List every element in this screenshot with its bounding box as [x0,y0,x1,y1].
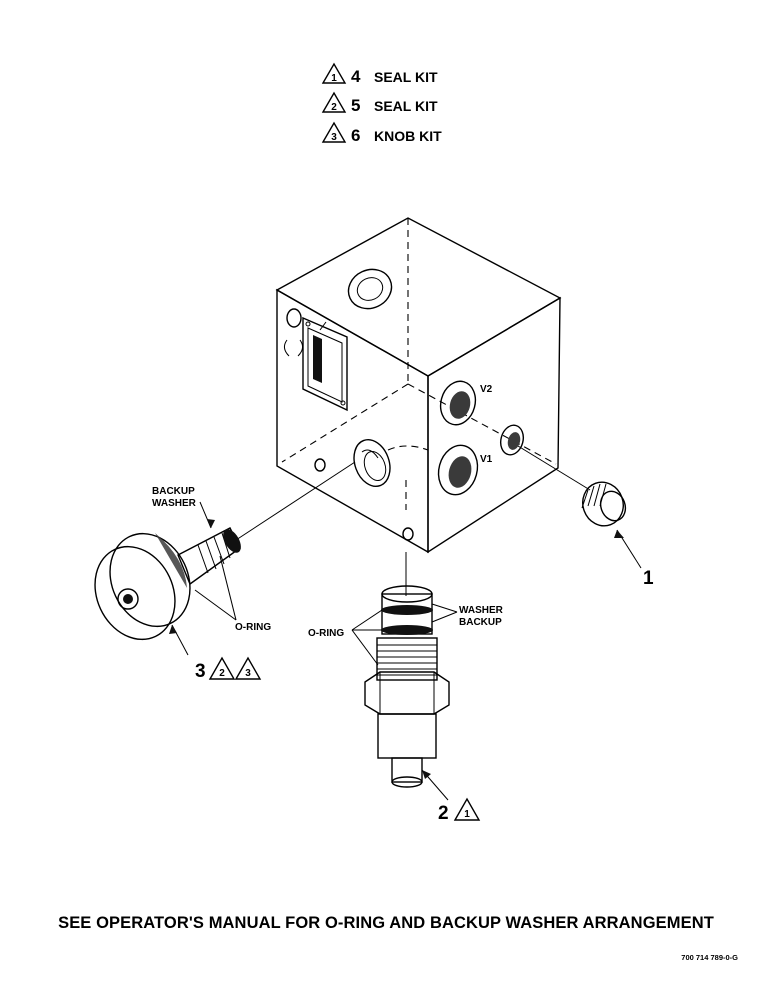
backup-washer-label-line2: WASHER [152,498,197,509]
kit-triangle-number: 3 [331,132,337,143]
oring-label-left: O-RING [235,622,271,633]
backup-washer-label-line1: BACKUP [152,486,195,497]
delta-triangle-icon [321,91,347,113]
delta-triangle-icon [321,121,347,143]
item-3-knob-cartridge: BACKUP WASHER O-RING 3 2 3 [94,461,356,682]
block-front-face [276,288,429,554]
bolt-hole [314,458,326,472]
plug-port [499,424,525,456]
item-3-triangle: 3 [245,668,251,679]
kit-legend: 1 4 SEAL KIT 2 5 SEAL KIT 3 6 KNOB KIT [321,62,442,145]
washer-backup-label-line1: WASHER [459,605,504,616]
top-port [347,268,393,310]
kit-triangle-number: 1 [331,73,337,84]
kit-legend-row-3: 3 6 KNOB KIT [321,121,442,145]
front-port [353,439,391,487]
delta-triangle-icon [234,656,262,680]
port-v2: V2 [439,380,493,426]
kit-qty: 4 [351,67,361,86]
item-3-number: 3 [195,661,206,682]
delta-triangle-icon [321,62,347,84]
item-1-number: 1 [643,568,654,589]
oring-label-right: O-RING [308,628,344,639]
kit-name: SEAL KIT [374,69,438,85]
washer-backup-label-line2: BACKUP [459,617,502,628]
manifold-block: V2 V1 [275,217,562,554]
item-2-triangle: 1 [464,809,470,820]
kit-triangle-number: 2 [331,102,337,113]
item-2-number: 2 [438,803,449,824]
port-v2-label: V2 [480,384,493,395]
delta-triangle-icon [208,656,236,680]
bolt-hole [402,527,414,541]
item-3-triangle: 2 [219,668,225,679]
delta-triangle-icon [453,797,481,821]
item-1-plug: 1 [517,445,654,589]
kit-qty: 6 [351,126,360,145]
kit-qty: 5 [351,96,360,115]
footer-note: SEE OPERATOR'S MANUAL FOR O-RING AND BAC… [58,914,714,932]
port-v1-label: V1 [480,454,493,465]
kit-legend-row-1: 1 4 SEAL KIT [321,62,438,86]
drawing-number: 700 714 789-0-G [681,953,738,962]
kit-legend-row-2: 2 5 SEAL KIT [321,91,438,115]
port-v1: V1 [437,444,493,496]
kit-name: KNOB KIT [374,128,442,144]
nameplate [302,316,348,412]
kit-name: SEAL KIT [374,98,438,114]
block-right-face [427,296,561,554]
item-2-cartridge: O-RING WASHER BACKUP 2 1 [308,552,504,824]
